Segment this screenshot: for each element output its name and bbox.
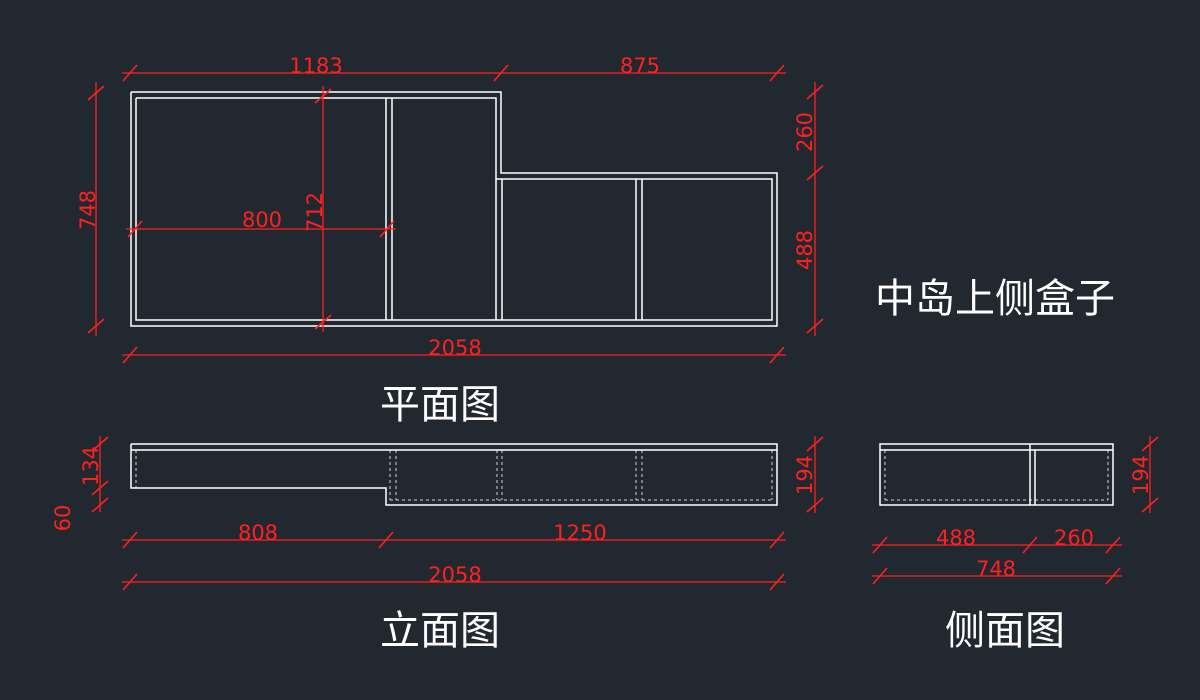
plan-dim-right: 260 488 [793, 82, 824, 336]
plan-dim-inner-width: 800 [242, 208, 282, 232]
side-dim-height-text: 194 [1129, 455, 1153, 495]
plan-dim-left: 748 [76, 82, 105, 336]
plan-dim-right-width: 875 [620, 54, 660, 78]
plan-dim-height: 748 [76, 190, 100, 230]
elevation-dim-right-part: 1250 [553, 521, 606, 545]
plan-dim-total-width: 2058 [428, 336, 481, 360]
plan-dim-inner-h: 800 [126, 208, 396, 238]
side-outline [879, 443, 1114, 506]
plan-inner-outline [135, 97, 773, 321]
elevation-dim-parts: 808 1250 [122, 521, 786, 549]
elevation-dim-upper: 134 [79, 446, 103, 486]
side-dim-total-text: 748 [976, 557, 1016, 581]
plan-dim-inner-v: 712 [303, 86, 332, 332]
elevation-dim-height: 194 [793, 436, 824, 513]
plan-view-label: 平面图 [380, 382, 500, 428]
side-dim-parts: 488 260 [872, 526, 1122, 554]
plan-outline [130, 91, 778, 327]
elevation-dim-left: 134 60 [51, 436, 109, 532]
plan-dim-inner-height: 712 [303, 192, 327, 232]
elevation-dim-total-text: 2058 [428, 563, 481, 587]
drawing-title: 中岛上侧盒子 [875, 276, 1115, 322]
side-dim-part-a: 488 [936, 526, 976, 550]
plan-dim-top: 1183 875 [122, 54, 786, 82]
elevation-dim-height-text: 194 [793, 455, 817, 495]
plan-view: 1183 875 2058 748 800 [76, 54, 824, 428]
elevation-dim-left-part: 808 [238, 521, 278, 545]
side-view-label: 侧面图 [945, 608, 1065, 654]
elevation-dim-lower: 60 [51, 505, 75, 532]
plan-dim-left-width: 1183 [289, 54, 342, 78]
plan-dim-step-height: 260 [793, 112, 817, 152]
side-dim-height: 194 [1129, 436, 1159, 513]
side-dim-part-b: 260 [1054, 526, 1094, 550]
elevation-view-label: 立面图 [380, 608, 500, 654]
elevation-view: 808 1250 2058 194 134 60 立面图 [51, 436, 824, 654]
side-dim-total: 748 [872, 557, 1122, 585]
elevation-outline [130, 443, 778, 506]
plan-dim-right-height: 488 [793, 230, 817, 270]
elevation-dim-total: 2058 [122, 563, 786, 591]
side-view: 488 260 748 194 侧面图 [872, 436, 1159, 654]
plan-dim-bottom: 2058 [122, 336, 786, 364]
